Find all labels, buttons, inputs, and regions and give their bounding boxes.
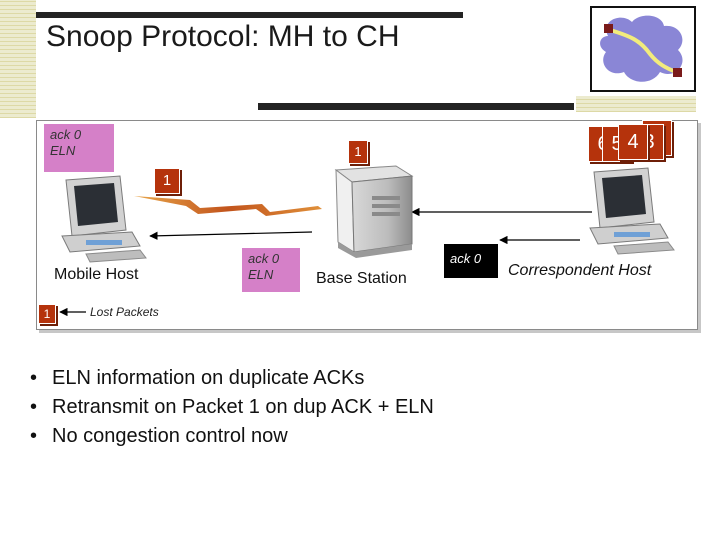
title-rule — [36, 12, 463, 18]
ack-eln-line1: ack 0 — [248, 251, 280, 266]
decorative-bar — [576, 96, 696, 112]
ack-eln-line2: ELN — [50, 143, 76, 158]
network-cloud-icon — [590, 6, 696, 92]
bullet-list: • ELN information on duplicate ACKs • Retr… — [24, 364, 434, 451]
legend-label: Lost Packets — [90, 305, 159, 319]
wireless-link — [134, 196, 322, 216]
packet-wireless: 1 — [154, 168, 180, 194]
bullet-text: ELN information on duplicate ACKs — [52, 367, 365, 389]
ack-eln-box-top: ack 0 ELN — [44, 124, 114, 172]
title-rule-lower — [258, 103, 574, 110]
link-bs-to-mh — [149, 231, 313, 241]
bullet-item: • No congestion control now — [24, 422, 434, 451]
slide-title: Snoop Protocol: MH to CH — [46, 20, 400, 53]
bullet-text: No congestion control now — [52, 425, 288, 447]
bullet-item: • Retransmit on Packet 1 on dup ACK + ELN — [24, 393, 434, 422]
packet-base-station: 1 — [348, 140, 368, 164]
bullet-item: • ELN information on duplicate ACKs — [24, 364, 434, 393]
bullet-marker: • — [30, 396, 38, 418]
legend-packet: 1 — [38, 304, 56, 324]
ack-box: ack 0 — [444, 244, 498, 278]
correspondent-host-label: Correspondent Host — [508, 262, 652, 279]
decorative-bar — [0, 0, 36, 118]
correspondent-host-computer-icon — [589, 167, 675, 255]
packet-stack-item: 4 — [618, 124, 648, 160]
bullet-marker: • — [30, 425, 38, 447]
ack-eln-line2: ELN — [248, 267, 274, 282]
base-station-label: Base Station — [316, 270, 407, 287]
bullet-text: Retransmit on Packet 1 on dup ACK + ELN — [52, 396, 434, 418]
base-station-tower-icon — [334, 165, 414, 258]
ack-eln-line1: ack 0 — [50, 127, 82, 142]
mobile-host-computer-icon — [61, 175, 147, 263]
ack-eln-box-middle: ack 0 ELN — [242, 248, 300, 292]
mobile-host-label: Mobile Host — [54, 266, 139, 283]
bullet-marker: • — [30, 367, 38, 389]
